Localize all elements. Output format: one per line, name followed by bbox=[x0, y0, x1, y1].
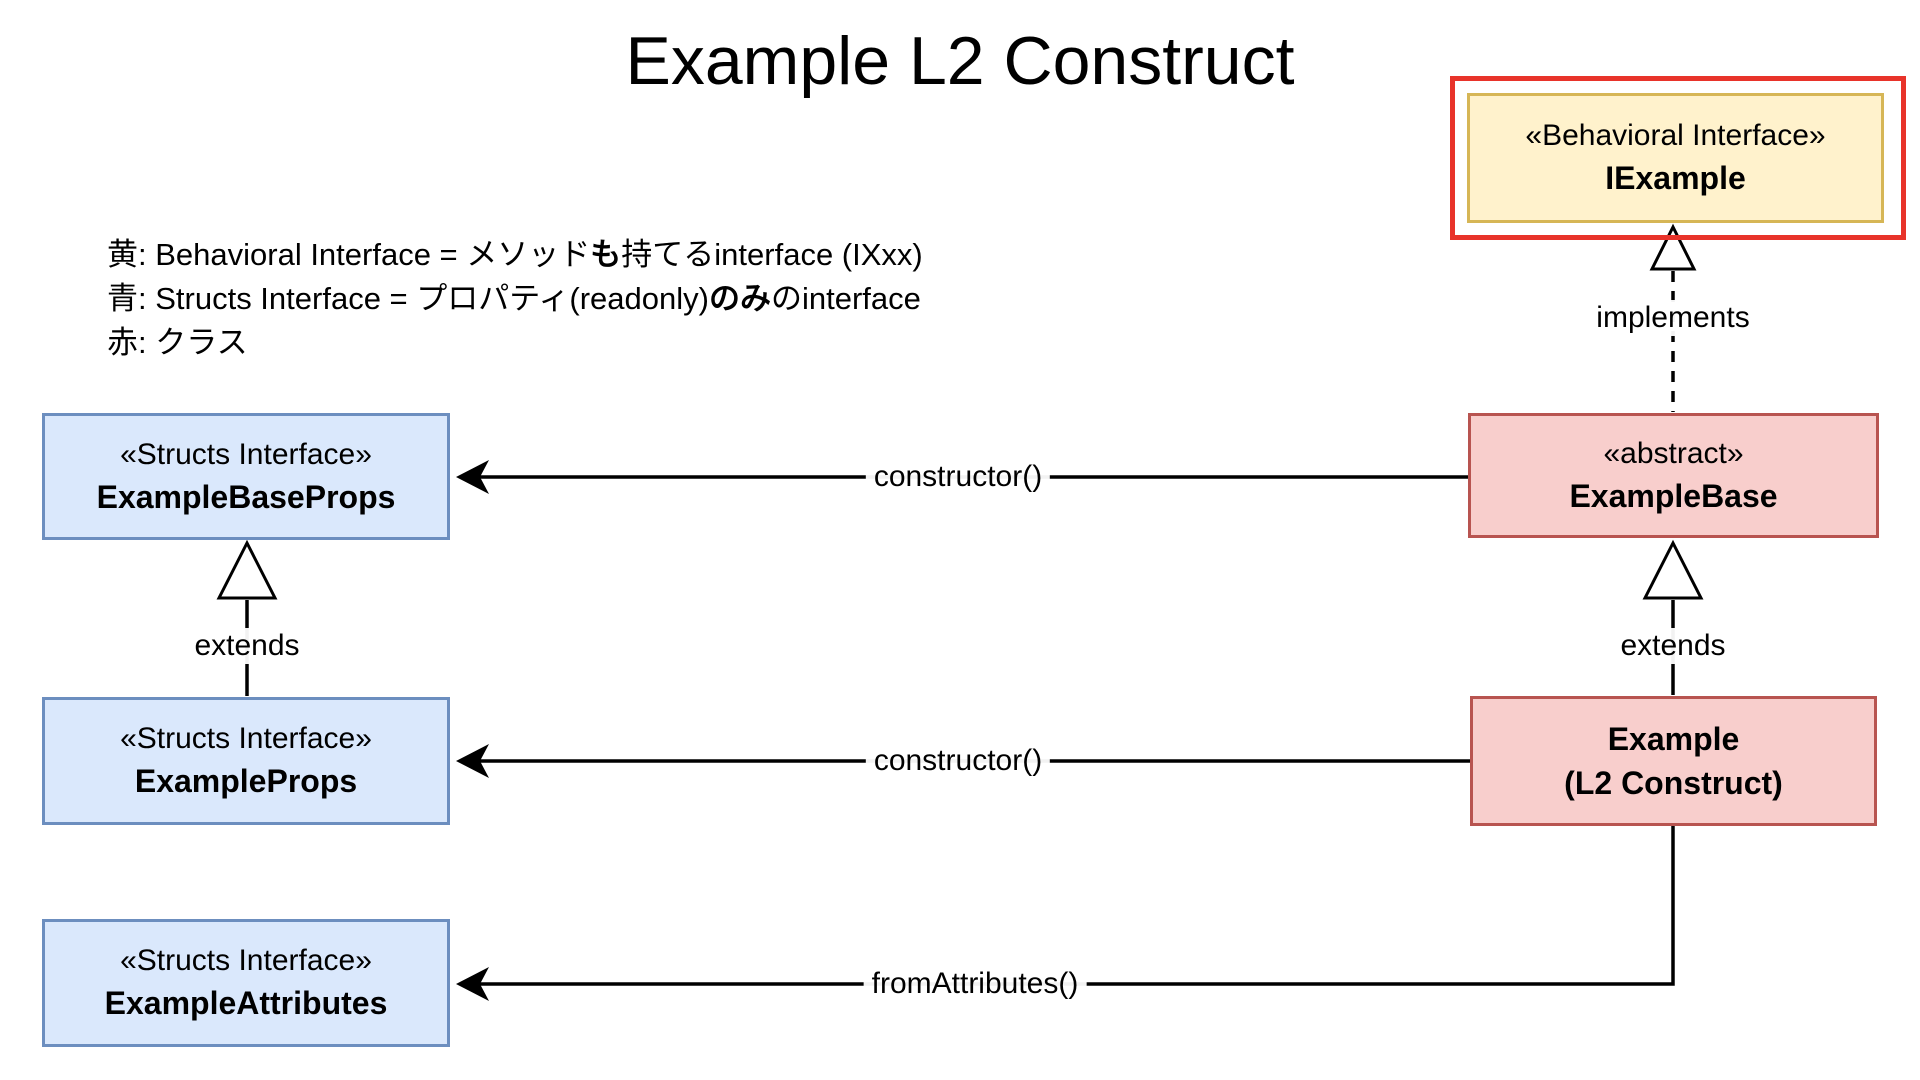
label-constructor-top: constructor() bbox=[865, 459, 1051, 495]
iexample-highlight-frame bbox=[1450, 76, 1906, 240]
node-stereotype: «Structs Interface» bbox=[120, 722, 372, 755]
node-stereotype: «Structs Interface» bbox=[120, 437, 372, 471]
node-example: Example (L2 Construct) bbox=[1470, 696, 1877, 826]
label-constructor-bottom: constructor() bbox=[865, 743, 1051, 779]
node-iexample: «Behavioral Interface» IExample bbox=[1467, 93, 1884, 223]
extends-right-triangle-icon bbox=[1642, 539, 1704, 600]
from-attributes-edge bbox=[480, 826, 1675, 986]
legend-text: 黄: Behavioral Interface = メソッド bbox=[107, 237, 591, 272]
node-example-attributes: «Structs Interface» ExampleAttributes bbox=[42, 919, 450, 1047]
legend-text-bold: も bbox=[590, 237, 622, 272]
node-name: ExampleAttributes bbox=[104, 985, 388, 1021]
label-from-attributes: fromAttributes() bbox=[863, 966, 1087, 1002]
label-implements: implements bbox=[1588, 300, 1758, 336]
node-name: ExampleBaseProps bbox=[96, 478, 396, 515]
node-stereotype: «abstract» bbox=[1603, 436, 1744, 470]
from-attributes-arrow-icon bbox=[456, 967, 489, 1001]
legend-text: 青: Structs Interface = プロパティ(readonly) bbox=[107, 281, 709, 316]
label-extends-right: extends bbox=[1612, 628, 1734, 664]
node-example-props: «Structs Interface» ExampleProps bbox=[42, 697, 450, 825]
constructor-bottom-arrow-icon bbox=[456, 744, 489, 778]
legend-line-blue: 青: Structs Interface = プロパティ(readonly)のみ… bbox=[107, 277, 923, 321]
legend-line-yellow: 黄: Behavioral Interface = メソッドも持てるinterf… bbox=[107, 233, 923, 277]
legend: 黄: Behavioral Interface = メソッドも持てるinterf… bbox=[107, 233, 923, 365]
node-name: ExampleBase bbox=[1569, 477, 1778, 514]
node-stereotype: «Structs Interface» bbox=[120, 944, 372, 977]
legend-text: のinterface bbox=[770, 281, 921, 316]
legend-text: 赤: クラス bbox=[107, 325, 248, 360]
diagram-title: Example L2 Construct bbox=[625, 23, 1295, 99]
node-name: IExample bbox=[1605, 160, 1746, 196]
legend-text: 持てるinterface (IXxx) bbox=[621, 237, 923, 272]
legend-text-bold: のみ bbox=[708, 281, 771, 316]
node-stereotype: «Behavioral Interface» bbox=[1525, 119, 1826, 152]
extends-left-triangle-icon bbox=[216, 539, 278, 600]
node-name-line2: (L2 Construct) bbox=[1564, 764, 1783, 801]
legend-line-red: 赤: クラス bbox=[107, 321, 923, 365]
node-example-base-props: «Structs Interface» ExampleBaseProps bbox=[42, 413, 450, 540]
node-name: ExampleProps bbox=[134, 763, 358, 799]
label-extends-left: extends bbox=[186, 628, 308, 664]
node-name: Example bbox=[1607, 720, 1740, 757]
node-example-base: «abstract» ExampleBase bbox=[1468, 413, 1879, 538]
constructor-top-arrow-icon bbox=[456, 460, 489, 494]
